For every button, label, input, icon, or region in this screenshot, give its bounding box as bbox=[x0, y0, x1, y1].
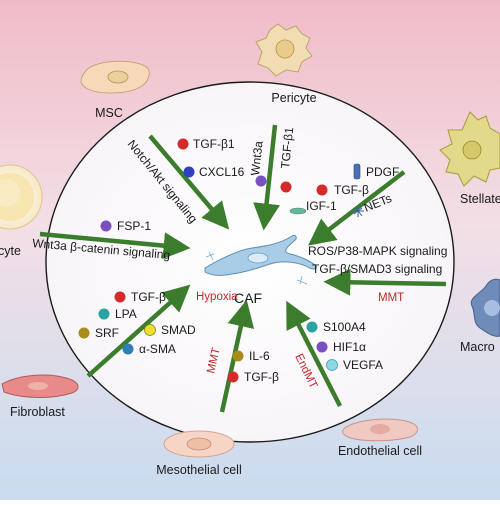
fibroblast-label: Fibroblast bbox=[10, 405, 65, 419]
factor-vegfa: VEGFA bbox=[326, 358, 383, 372]
factor-label: SRF bbox=[95, 326, 119, 340]
caf-cell-icon bbox=[204, 235, 317, 276]
factor-label: TGF-β1 bbox=[193, 137, 235, 151]
igf1-icon bbox=[289, 207, 307, 215]
factor-label: IL-6 bbox=[249, 349, 270, 363]
factor-label: TGF-β bbox=[244, 370, 279, 384]
tgfb1-vertical-label: TGF-β1 bbox=[278, 126, 296, 169]
factor-label: α-SMA bbox=[139, 342, 176, 356]
hypoxia-label: Hypoxia bbox=[196, 291, 238, 303]
blue-dot-icon bbox=[183, 166, 195, 178]
arrow-stellate-to-caf bbox=[308, 170, 406, 246]
msc-cell-icon bbox=[80, 60, 150, 94]
factor-label: LPA bbox=[115, 307, 137, 321]
pdgf-label: PDGF bbox=[366, 165, 399, 179]
red-dot-icon bbox=[316, 184, 328, 196]
adipocyte-cell-icon bbox=[0, 164, 43, 230]
yellow-dot-icon bbox=[144, 324, 156, 336]
factor-il6: IL-6 bbox=[232, 349, 270, 363]
purple-dot-icon bbox=[100, 220, 112, 232]
factor-hif1a: HIF1α bbox=[316, 340, 366, 354]
macrophage-label: Macro bbox=[460, 340, 495, 354]
red-dot-icon bbox=[114, 291, 126, 303]
arrow-adipocyte-to-caf bbox=[39, 231, 191, 260]
teal-dot-icon bbox=[306, 321, 318, 333]
red-dot-icon bbox=[177, 138, 189, 150]
factor-srf: SRF bbox=[78, 326, 119, 340]
red-dot-icon bbox=[227, 371, 239, 383]
factor-asma: α-SMA bbox=[122, 342, 176, 356]
stellate-cell-icon bbox=[439, 111, 500, 187]
factor-label: CXCL16 bbox=[199, 165, 245, 179]
factor-label: VEGFA bbox=[343, 358, 383, 372]
factor-smad: SMAD bbox=[144, 323, 196, 337]
fibroblast-cell-icon bbox=[1, 374, 79, 398]
factor-cxcl16: CXCL16 bbox=[183, 165, 245, 179]
ros-p38-label: ROS/P38-MAPK signaling bbox=[308, 244, 447, 258]
arrow-pericyte-to-caf bbox=[253, 124, 280, 231]
stellate-label: Stellate bbox=[460, 192, 500, 206]
arrow-endothelial-to-caf bbox=[286, 300, 343, 408]
steelblue-dot-icon bbox=[122, 343, 134, 355]
factor-tgfb-left: TGF-β bbox=[114, 290, 166, 304]
factor-tgfb-right: TGF-β bbox=[316, 183, 369, 197]
mesothelial-label: Mesothelial cell bbox=[156, 463, 241, 477]
factor-tgfb1: TGF-β1 bbox=[177, 137, 235, 151]
factor-label: FSP-1 bbox=[117, 219, 151, 233]
pericyte-label: Pericyte bbox=[271, 91, 316, 105]
purple-dot-icon bbox=[316, 341, 328, 353]
pdgf-icon bbox=[353, 163, 361, 180]
nets-icon bbox=[352, 205, 364, 217]
mmt-bottom-label: MMT bbox=[205, 346, 223, 374]
adipocyte-label: cyte bbox=[0, 244, 21, 258]
teal-dot-icon bbox=[98, 308, 110, 320]
factor-label: SMAD bbox=[161, 323, 196, 337]
arrow-mesothelial-to-caf bbox=[219, 299, 255, 413]
igf1-label: IGF-1 bbox=[306, 199, 337, 213]
wnt3a-label: Wnt3a bbox=[248, 140, 266, 176]
tgfb1-dot-icon bbox=[280, 181, 292, 193]
caf-label: CAF bbox=[234, 290, 262, 306]
factor-s100a4: S100A4 bbox=[306, 320, 366, 334]
mmt-right-label: MMT bbox=[378, 292, 404, 304]
lightblue-dot-icon bbox=[326, 359, 338, 371]
endothelial-label: Endothelial cell bbox=[338, 444, 422, 458]
caf-fibers-icon bbox=[205, 251, 308, 285]
olive-dot-icon bbox=[78, 327, 90, 339]
arrow-fibroblast-to-caf bbox=[86, 284, 191, 378]
arrows bbox=[39, 124, 447, 413]
factor-lpa: LPA bbox=[98, 307, 137, 321]
pericyte-cell-icon bbox=[255, 23, 313, 77]
arrow-msc-to-caf bbox=[148, 134, 230, 230]
msc-label: MSC bbox=[95, 106, 123, 120]
factor-label: S100A4 bbox=[323, 320, 366, 334]
endothelial-cell-icon bbox=[342, 418, 418, 442]
wnt3a-dot-icon bbox=[255, 175, 267, 187]
factor-label: TGF-β bbox=[334, 183, 369, 197]
factor-label: HIF1α bbox=[333, 340, 366, 354]
olive-dot-icon bbox=[232, 350, 244, 362]
factor-tgfb-bottom: TGF-β bbox=[227, 370, 279, 384]
factor-label: TGF-β bbox=[131, 290, 166, 304]
tgfb-smad3-label: TGF-β/SMAD3 signaling bbox=[312, 262, 442, 276]
macrophage-cell-icon bbox=[470, 278, 500, 337]
factor-fsp1: FSP-1 bbox=[100, 219, 151, 233]
arrow-macrophage-to-caf bbox=[323, 268, 447, 296]
mesothelial-cell-icon bbox=[163, 430, 235, 458]
